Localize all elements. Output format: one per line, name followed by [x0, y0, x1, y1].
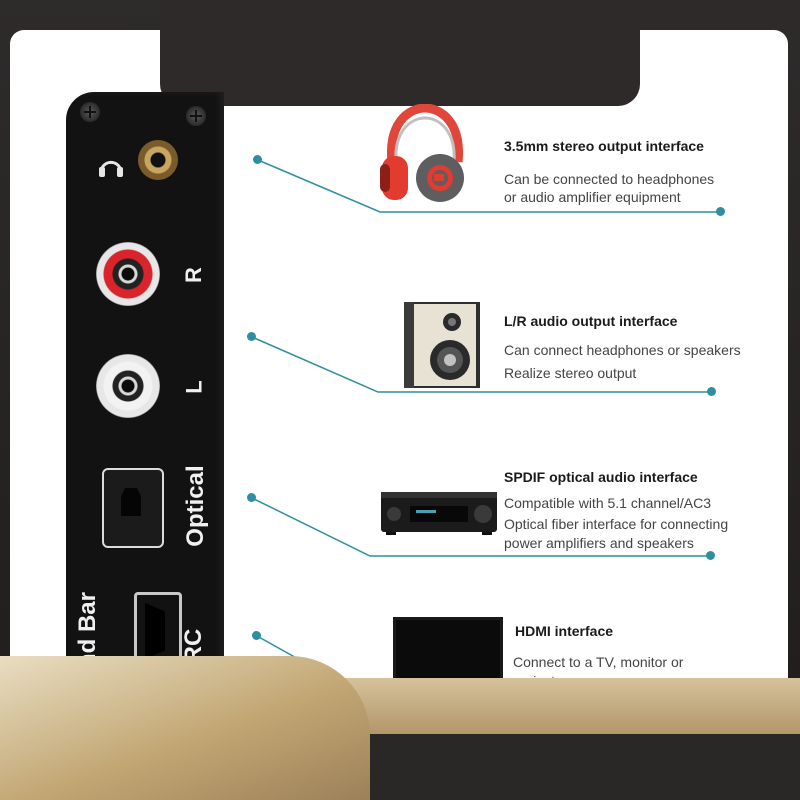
rca-red-port: [96, 242, 160, 306]
feature-desc-line: Compatible with 5.1 channel/AC3: [504, 495, 712, 511]
screw-icon: [186, 106, 206, 126]
rca-white-port: [96, 354, 160, 418]
top-tab-edge: [600, 0, 800, 28]
marker-dot: [707, 387, 716, 396]
converter-device-panel: R L Optical nd Bar RC: [66, 92, 224, 712]
feature-desc-line: Can be connected to headphones: [504, 171, 715, 187]
gold-shape: [0, 656, 370, 800]
feature-title-hdmi: HDMI interface: [515, 623, 614, 639]
marker-dot: [253, 155, 262, 164]
marker-dot: [252, 631, 261, 640]
feature-desc-line: power amplifiers and speakers: [504, 535, 694, 551]
marker-dot: [247, 332, 256, 341]
optical-toslink-port: [102, 468, 164, 548]
decorative-footer: [0, 652, 800, 800]
tv-icon: [393, 617, 503, 681]
marker-dot: [247, 493, 256, 502]
jack-3-5mm-port: [138, 140, 178, 180]
gold-strip: [330, 678, 800, 734]
av-receiver-icon: [381, 492, 497, 535]
feature-desc-line: or audio amplifier equipment: [504, 189, 681, 205]
feature-title-35mm: 3.5mm stereo output interface: [504, 138, 704, 154]
speaker-icon: [404, 302, 480, 388]
feature-title-lr: L/R audio output interface: [504, 313, 678, 329]
feature-desc-line: Realize stereo output: [504, 365, 637, 381]
dark-footer-block: [340, 734, 800, 800]
marker-dot: [716, 207, 725, 216]
feature-title-spdif: SPDIF optical audio interface: [504, 469, 698, 485]
feature-desc-line: Optical fiber interface for connecting: [504, 516, 729, 532]
screw-icon: [80, 102, 100, 122]
feature-desc-line: Can connect headphones or speakers: [504, 342, 741, 358]
headphones-icon: [380, 104, 464, 202]
feature-desc-line: Connect to a TV, monitor or: [513, 654, 684, 670]
top-tab: [160, 0, 640, 106]
marker-dot: [706, 551, 715, 560]
headphone-symbol-icon: [99, 160, 123, 177]
